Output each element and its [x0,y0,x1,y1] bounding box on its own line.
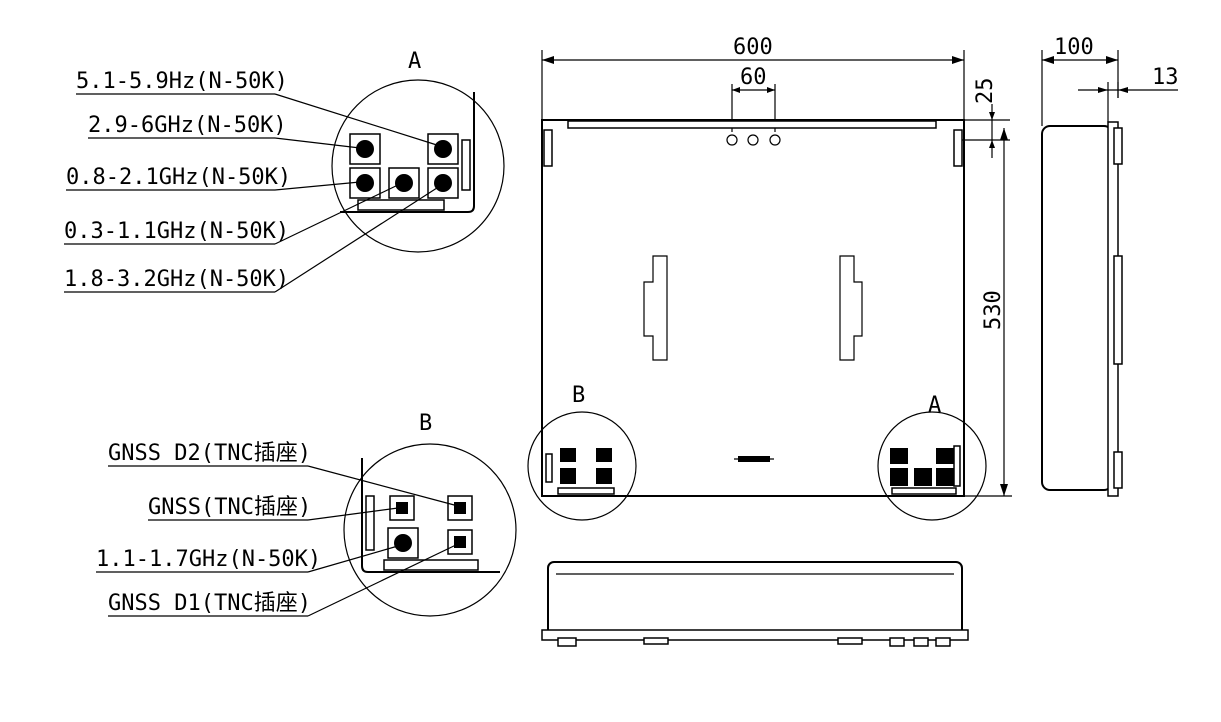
port-label-b4: GNSS D1(TNC插座) [108,591,311,616]
marker-b-letter: B [572,383,585,408]
port-label-b2: GNSS(TNC插座) [148,495,311,520]
detail-a-connector-3 [349,167,381,199]
marker-a-circle [877,411,987,521]
detail-b-circle [343,443,517,617]
width-dimension: 600 [733,35,773,60]
port-label-a2: 2.9-6GHz(N-50K) [88,113,287,138]
marker-b-circle [527,411,637,521]
depth-dimension: 100 [1054,35,1094,60]
port-label-b3: 1.1-1.7GHz(N-50K) [96,547,321,572]
left-bracket [643,255,668,361]
height-dimension: 530 [981,290,1006,330]
detail-b-connector-4 [447,529,473,555]
port-label-a3: 0.8-2.1GHz(N-50K) [66,165,291,190]
detail-a-connector-5 [427,167,459,199]
side-view: 100 13 [1041,35,1179,497]
flange-dimension: 13 [1152,65,1179,90]
port-label-a5: 1.8-3.2GHz(N-50K) [64,267,289,292]
detail-a-circle [331,79,505,253]
right-bracket [839,255,863,361]
detail-b-connector-3 [387,527,419,559]
detail-a-connector-1 [349,133,381,165]
port-label-a4: 0.3-1.1GHz(N-50K) [64,219,289,244]
bottom-view [541,561,969,647]
detail-a-connector-4 [388,167,420,199]
detail-b-letter: B [419,411,432,436]
front-view: 600 60 [527,35,1012,521]
detail-b-connector-2 [447,495,473,521]
marker-a-letter: A [928,393,941,418]
port-label-a1: 5.1-5.9Hz(N-50K) [76,69,288,94]
detail-b: B GNSS D2(TNC插座) GNSS(TNC插座) 1.1-1.7GHz(… [96,411,517,617]
detail-a-connector-2 [427,133,459,165]
side-body [1041,125,1113,491]
detail-a: A 5.1-5.9Hz(N-50K) 2.9-6GHz(N-50K) 0.8 [64,49,505,293]
spacing-dimension: 60 [740,65,767,90]
front-body [541,119,965,497]
top-offset-dimension: 25 [973,78,998,105]
port-label-b1: GNSS D2(TNC插座) [108,441,311,466]
detail-a-letter: A [408,49,421,74]
